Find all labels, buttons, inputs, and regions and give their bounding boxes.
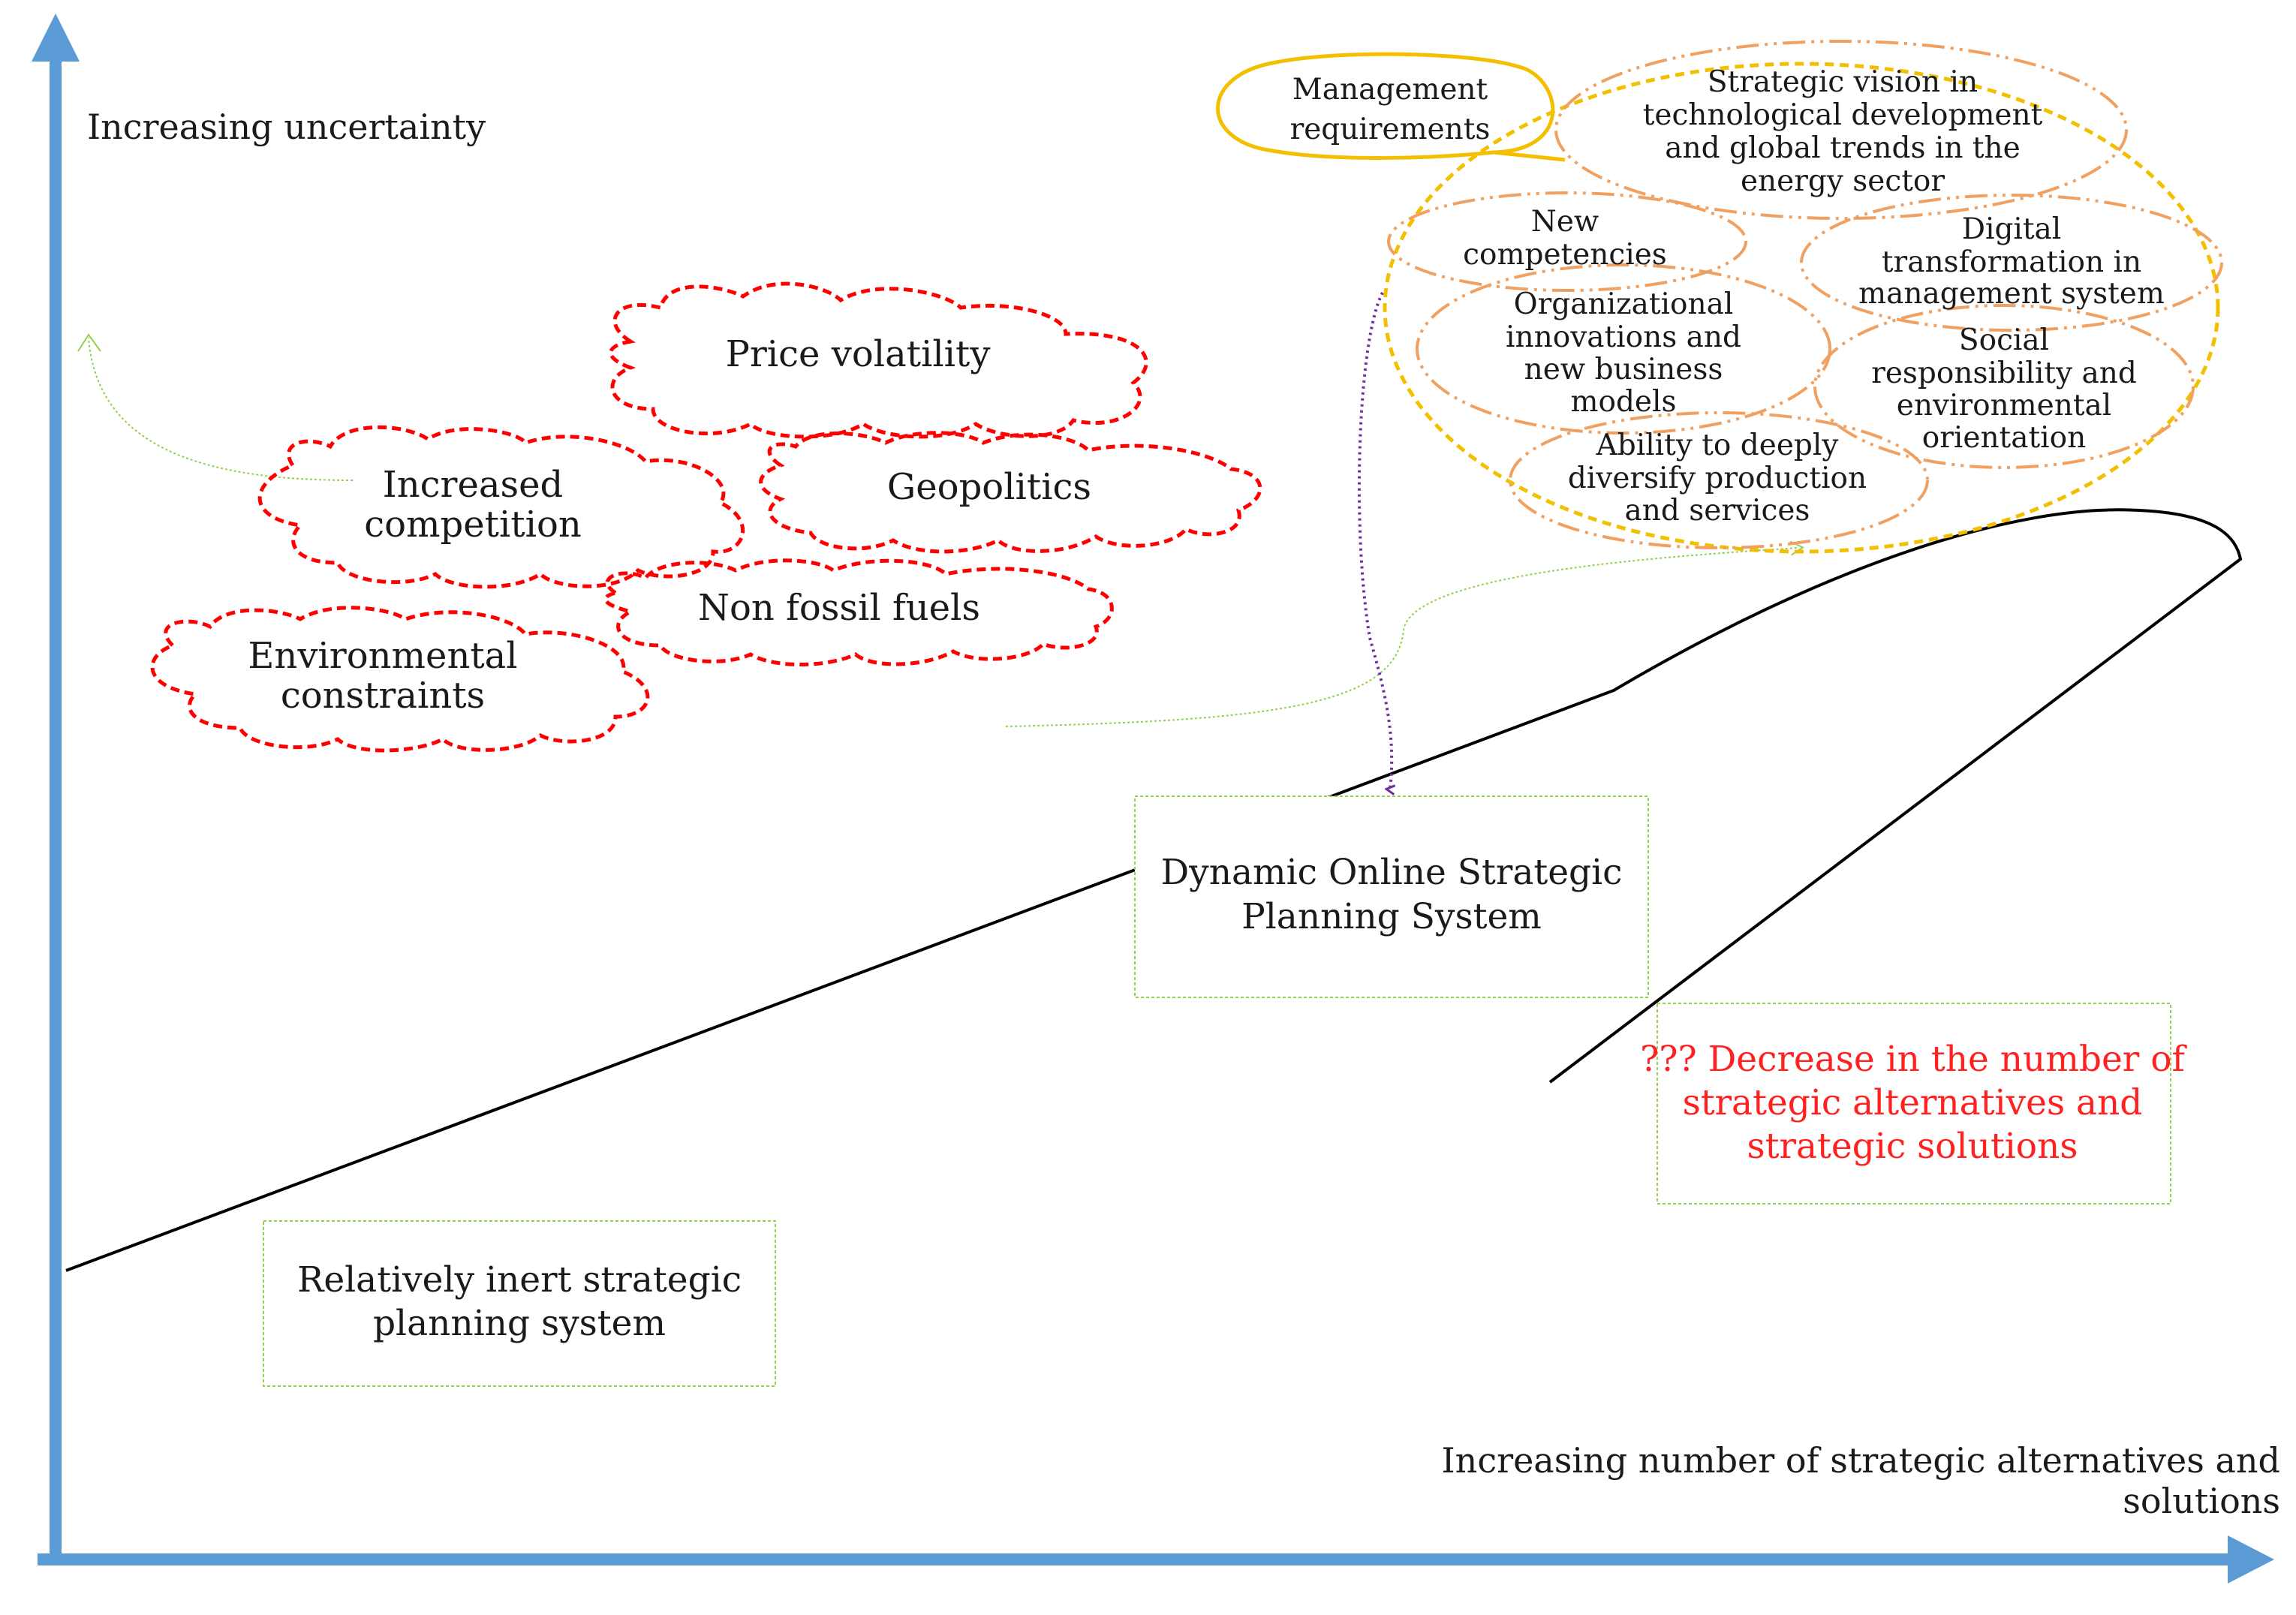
ellipse-new-competencies	[1387, 191, 1747, 292]
x-axis-label-line2: solutions	[2123, 1481, 2280, 1521]
y-axis	[32, 14, 80, 1562]
new-competencies-line2: competencies	[1463, 238, 1667, 272]
dynamic-planning-line2: Planning System	[1241, 896, 1542, 937]
diversify-line3: and services	[1625, 494, 1810, 528]
social-responsibility-line1: Social	[1959, 323, 2049, 357]
new-competencies-line1: New	[1531, 205, 1599, 239]
inert-planning-line1: Relatively inert strategic	[297, 1259, 742, 1301]
organizational-innovations-line1: Organizational	[1514, 287, 1734, 321]
geopolitics-label: Geopolitics	[887, 466, 1091, 508]
organizational-innovations-line4: models	[1571, 385, 1677, 419]
strategic-curve	[65, 508, 2243, 1272]
green-connector-arrow-right	[1005, 540, 1805, 727]
digital-transformation-line2: transformation in	[1882, 245, 2141, 279]
green-connector-arrow-left	[88, 337, 354, 481]
ellipse-strategic-vision	[1554, 40, 2128, 220]
ellipse-organizational-innovations	[1416, 263, 1831, 435]
organizational-innovations-line2: innovations and	[1506, 320, 1741, 354]
social-responsibility-line3: environmental	[1897, 389, 2112, 423]
diversify-line2: diversify production	[1568, 462, 1867, 495]
organizational-innovations-line3: new business	[1524, 353, 1723, 386]
social-responsibility-line2: responsibility and	[1871, 356, 2137, 390]
decrease-alternatives-line2: strategic alternatives and	[1683, 1082, 2143, 1123]
increased-competition-label-line2: competition	[364, 504, 582, 546]
cloud-non-fossil-fuels	[603, 558, 1114, 666]
cloud-environmental-constraints	[150, 606, 650, 753]
x-axis	[38, 1535, 2274, 1583]
non-fossil-fuels-label: Non fossil fuels	[698, 587, 980, 629]
dynamic-planning-box	[1134, 795, 1649, 998]
ellipse-digital-transformation	[1800, 194, 2223, 332]
increased-competition-label-line1: Increased	[383, 464, 564, 506]
cloud-increased-competition	[257, 425, 745, 589]
green-arrowhead-left-icon	[77, 333, 101, 352]
strategic-vision-line4: energy sector	[1741, 164, 1945, 198]
strategic-vision-line3: and global trends in the	[1665, 131, 2020, 165]
social-responsibility-line4: orientation	[1922, 421, 2086, 455]
diversify-line1: Ability to deeply	[1596, 429, 1839, 462]
environmental-constraints-label-line2: constraints	[281, 675, 485, 717]
dynamic-planning-line1: Dynamic Online Strategic	[1161, 852, 1623, 893]
inert-planning-line2: planning system	[373, 1303, 666, 1344]
purple-dotted-arrow	[1357, 292, 1392, 789]
digital-transformation-line3: management system	[1858, 277, 2165, 311]
inert-planning-box	[263, 1220, 776, 1387]
management-outer-ellipse	[1383, 62, 2220, 554]
strategic-vision-line2: technological development	[1643, 98, 2043, 132]
environmental-constraints-label-line1: Environmental	[248, 635, 517, 677]
x-axis-label-line1: Increasing number of strategic alternati…	[1442, 1440, 2280, 1481]
management-callout-line1: Management	[1292, 73, 1488, 107]
digital-transformation-line1: Digital	[1962, 212, 2062, 246]
price-volatility-label: Price volatility	[726, 333, 991, 375]
ellipse-social-responsibility	[1813, 304, 2195, 469]
strategic-vision-line1: Strategic vision in	[1708, 65, 1978, 99]
decrease-alternatives-line1: ??? Decrease in the number of	[1640, 1039, 2187, 1080]
cloud-geopolitics	[759, 431, 1262, 554]
management-callout-bubble	[1216, 52, 1566, 162]
y-axis-label: Increasing uncertainty	[87, 107, 486, 147]
decrease-alternatives-line3: strategic solutions	[1747, 1126, 2078, 1167]
cloud-price-volatility	[609, 281, 1148, 439]
ellipse-diversify	[1509, 411, 1929, 549]
management-callout-line2: requirements	[1290, 113, 1491, 146]
